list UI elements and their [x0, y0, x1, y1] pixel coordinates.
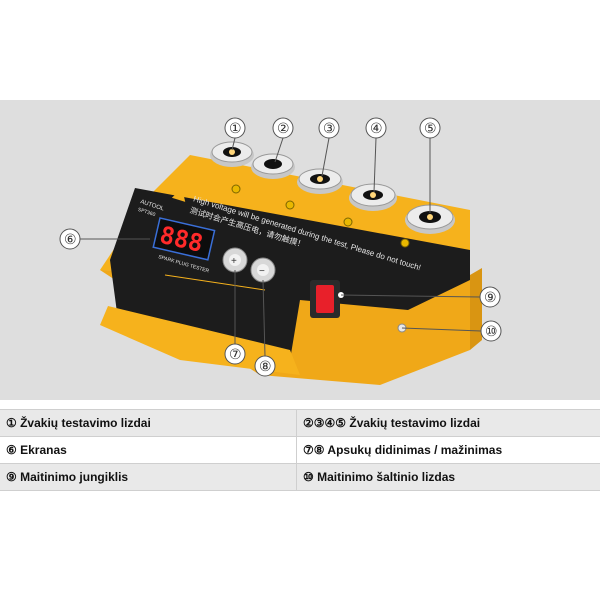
svg-text:⑨: ⑨ — [484, 290, 497, 306]
callout-leader-lines — [80, 137, 482, 357]
svg-text:⑥: ⑥ — [64, 232, 77, 248]
socket-2[interactable] — [251, 153, 295, 210]
panel-stripe — [164, 274, 266, 291]
legend-cell: ① Žvakių testavimo lizdai — [0, 409, 297, 437]
legend-cell: ②③④⑤ Žvakių testavimo lizdai — [296, 409, 600, 437]
socket-4[interactable] — [349, 183, 410, 248]
legend-row: ① Žvakių testavimo lizdai ②③④⑤ Žvakių te… — [0, 409, 600, 437]
socket-5[interactable] — [405, 204, 455, 234]
legend-cell: ⑨ Maitinimo jungiklis — [0, 463, 297, 491]
display-frame — [152, 217, 216, 261]
model-label: SPT360 — [137, 207, 156, 218]
warning-icon — [171, 188, 186, 202]
front-strip — [100, 306, 300, 375]
svg-text:⑩: ⑩ — [485, 324, 498, 340]
socket-1[interactable] — [210, 141, 254, 194]
legend-table: ① Žvakių testavimo lizdai ②③④⑤ Žvakių te… — [0, 409, 600, 491]
svg-text:①: ① — [229, 121, 242, 137]
svg-text:②: ② — [277, 121, 290, 137]
legend-cell: ⑦⑧ Apsukų didinimas / mažinimas — [296, 436, 600, 464]
svg-text:⑤: ⑤ — [424, 121, 437, 137]
callout-7: ⑦ — [224, 343, 246, 365]
minus-icon: − — [259, 266, 265, 277]
callout-5: ⑤ — [419, 117, 441, 139]
callout-9: ⑨ — [479, 286, 501, 308]
callout-8: ⑧ — [254, 355, 276, 377]
device-illustration: High voltage will be generated during th… — [0, 100, 600, 400]
legend-cell: ⑩ Maitinimo šaltinio lizdas — [296, 463, 600, 491]
legend-row: ⑥ Ekranas ⑦⑧ Apsukų didinimas / mažinima… — [0, 436, 600, 464]
power-switch[interactable] — [310, 280, 344, 318]
svg-text:⑧: ⑧ — [259, 359, 272, 375]
plus-icon: + — [231, 256, 237, 267]
svg-text:⑦: ⑦ — [229, 347, 242, 363]
callout-6: ⑥ — [59, 228, 81, 250]
svg-text:③: ③ — [323, 121, 336, 137]
callout-4: ④ — [365, 117, 387, 139]
spark-plug-tester-drawing: High voltage will be generated during th… — [59, 117, 502, 385]
socket-3[interactable] — [297, 168, 353, 227]
svg-text:④: ④ — [370, 121, 383, 137]
rpm-decrease-knob[interactable]: − — [250, 257, 276, 283]
callout-2: ② — [272, 117, 294, 139]
callout-10: ⑩ — [480, 320, 502, 342]
legend-cell: ⑥ Ekranas — [0, 436, 297, 464]
device-side-face — [470, 268, 482, 350]
callout-1: ① — [224, 117, 246, 139]
rpm-increase-knob[interactable]: + — [222, 247, 248, 273]
callout-3: ③ — [318, 117, 340, 139]
legend-row: ⑨ Maitinimo jungiklis ⑩ Maitinimo šaltin… — [0, 463, 600, 491]
